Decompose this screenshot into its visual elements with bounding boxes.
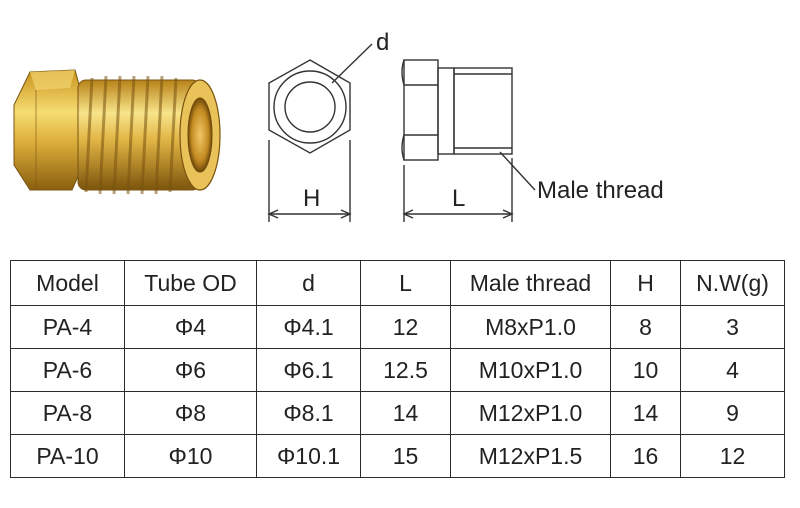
cell-l: 15 <box>360 434 451 478</box>
header-nw: N.W(g) <box>680 260 785 306</box>
cell-model: PA-10 <box>10 434 125 478</box>
header-tube-od: Tube OD <box>124 260 257 306</box>
hex-outline <box>268 59 351 154</box>
male-thread-label: Male thread <box>537 177 664 204</box>
cell-d: Φ6.1 <box>256 348 361 392</box>
bore-circle <box>284 81 336 133</box>
cell-tube-od: Φ4 <box>124 305 257 349</box>
d-label: d <box>376 29 389 56</box>
cell-h: 8 <box>610 305 681 349</box>
table-row: PA-6 Φ6 Φ6.1 12.5 M10xP1.0 10 4 <box>10 348 785 392</box>
cell-tube-od: Φ10 <box>124 434 257 478</box>
cell-male-thread: M12xP1.0 <box>450 391 611 435</box>
cell-model: PA-8 <box>10 391 125 435</box>
cell-nw: 4 <box>680 348 785 392</box>
cell-model: PA-4 <box>10 305 125 349</box>
cell-nw: 3 <box>680 305 785 349</box>
cell-nw: 9 <box>680 391 785 435</box>
cell-d: Φ8.1 <box>256 391 361 435</box>
cell-male-thread: M12xP1.5 <box>450 434 611 478</box>
cell-l: 12.5 <box>360 348 451 392</box>
side-view-drawing <box>401 59 536 222</box>
cell-h: 14 <box>610 391 681 435</box>
cell-l: 12 <box>360 305 451 349</box>
header-d: d <box>256 260 361 306</box>
header-h: H <box>610 260 681 306</box>
brass-plug-image <box>13 69 221 195</box>
cell-nw: 12 <box>680 434 785 478</box>
end-view-drawing <box>267 43 373 222</box>
cell-d: Φ4.1 <box>256 305 361 349</box>
cell-model: PA-6 <box>10 348 125 392</box>
cell-tube-od: Φ8 <box>124 391 257 435</box>
male-thread-leader-line <box>499 151 536 191</box>
header-l: L <box>360 260 451 306</box>
table-header-row: Model Tube OD d L Male thread H N.W(g) <box>10 260 785 306</box>
cell-d: Φ10.1 <box>256 434 361 478</box>
cell-l: 14 <box>360 391 451 435</box>
cell-male-thread: M10xP1.0 <box>450 348 611 392</box>
d-leader-line <box>331 43 373 84</box>
l-label: L <box>452 185 465 212</box>
table-row: PA-10 Φ10 Φ10.1 15 M12xP1.5 16 12 <box>10 434 785 478</box>
hex-side-body <box>403 59 439 161</box>
header-model: Model <box>10 260 125 306</box>
cell-male-thread: M8xP1.0 <box>450 305 611 349</box>
product-figure: d H L Male thread <box>13 29 664 222</box>
thread-body <box>453 67 513 155</box>
spec-table: Model Tube OD d L Male thread H N.W(g) P… <box>10 260 785 478</box>
cell-h: 10 <box>610 348 681 392</box>
cell-h: 16 <box>610 434 681 478</box>
hex-inner-circle <box>273 70 347 144</box>
h-label: H <box>303 185 320 212</box>
table-row: PA-4 Φ4 Φ4.1 12 M8xP1.0 8 3 <box>10 305 785 349</box>
table-row: PA-8 Φ8 Φ8.1 14 M12xP1.0 14 9 <box>10 391 785 435</box>
cell-tube-od: Φ6 <box>124 348 257 392</box>
header-male-thread: Male thread <box>450 260 611 306</box>
